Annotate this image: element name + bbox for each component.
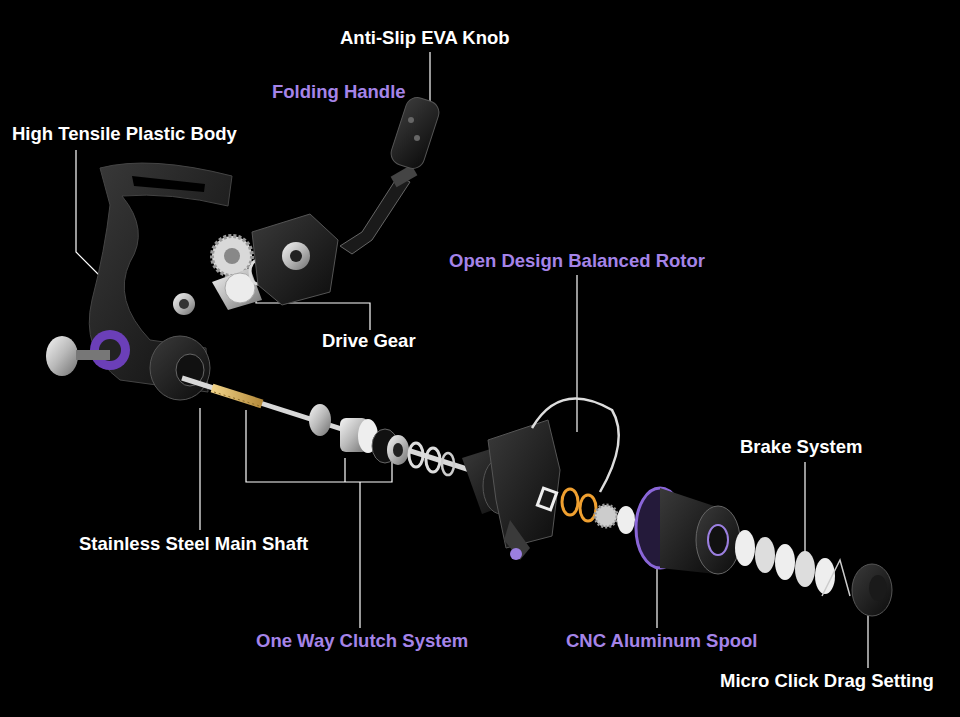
main-shaft: [214, 392, 260, 406]
spool: [636, 488, 740, 574]
folding-handle: [414, 135, 420, 141]
part-label: Drive Gear: [322, 330, 416, 352]
drive-gear-assembly: [212, 268, 262, 310]
part-label: Anti-Slip EVA Knob: [340, 27, 510, 49]
drive-gear-assembly: [224, 248, 240, 264]
leader-line: [199, 408, 200, 530]
clutch-parts: [309, 404, 454, 475]
spool-washers: [617, 506, 635, 534]
spool-washers: [562, 489, 578, 515]
spool-washers: [595, 505, 617, 527]
part-label: Open Design Balanced Rotor: [449, 250, 705, 272]
folding-handle: [388, 94, 442, 171]
rotor: [462, 398, 619, 560]
drive-gear-assembly: [282, 242, 310, 270]
reel-body: [132, 176, 205, 192]
brake-discs: [775, 544, 795, 580]
part-label: Micro Click Drag Setting: [720, 670, 934, 692]
drive-gear-assembly: [290, 250, 302, 262]
brake-discs: [822, 560, 850, 596]
drag-knob: [852, 564, 892, 616]
part-label: Brake System: [740, 436, 862, 458]
clutch-parts: [442, 453, 454, 475]
leader-lines: [76, 52, 868, 668]
clutch-parts: [393, 443, 403, 457]
spool-washers: [537, 488, 635, 534]
brake-discs: [735, 530, 850, 596]
main-shaft: [212, 388, 262, 404]
reel-body: [46, 163, 232, 400]
drive-gear-assembly: [173, 214, 338, 315]
part-label: High Tensile Plastic Body: [12, 123, 237, 145]
reel-body: [150, 336, 210, 400]
clutch-parts: [387, 435, 409, 465]
drive-gear-assembly: [179, 299, 189, 309]
rotor: [504, 520, 530, 560]
reel-body: [76, 350, 110, 360]
part-label: Stainless Steel Main Shaft: [79, 533, 308, 555]
folding-handle: [408, 117, 414, 123]
part-label: CNC Aluminum Spool: [566, 630, 758, 652]
clutch-parts: [409, 443, 423, 467]
drag-knob: [852, 564, 892, 616]
leader-line: [246, 410, 392, 628]
rotor: [532, 398, 619, 492]
leader-line: [804, 462, 805, 560]
part-label: One Way Clutch System: [256, 630, 468, 652]
brake-discs: [755, 537, 775, 573]
rotor: [510, 548, 522, 560]
folding-handle: [340, 94, 442, 254]
rotor: [488, 420, 560, 548]
part-label: Folding Handle: [272, 81, 406, 103]
brake-discs: [735, 530, 755, 566]
reel-body: [46, 336, 78, 376]
clutch-parts: [426, 448, 440, 472]
leader-line: [576, 275, 577, 432]
leader-line: [656, 566, 657, 628]
spool: [708, 525, 728, 555]
drive-gear-assembly: [173, 293, 195, 315]
spool-washers: [537, 488, 556, 510]
brake-discs: [795, 551, 815, 587]
drag-knob: [869, 575, 887, 601]
folding-handle: [340, 176, 410, 254]
clutch-parts: [309, 404, 331, 436]
drive-gear-assembly: [252, 214, 338, 305]
leader-line: [76, 150, 104, 280]
spool: [696, 506, 740, 574]
leader-line: [867, 612, 868, 668]
